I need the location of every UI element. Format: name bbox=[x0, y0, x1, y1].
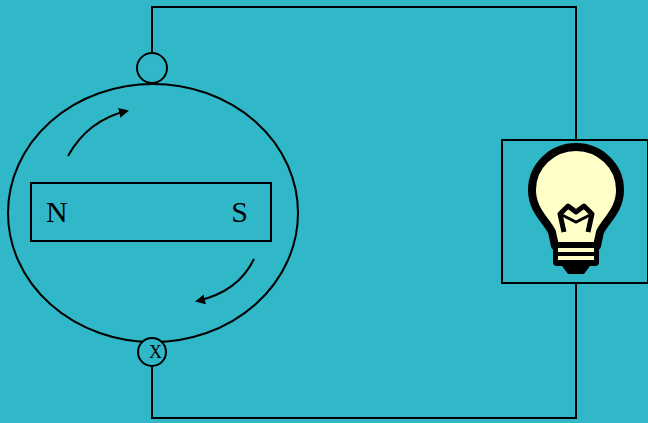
wire bbox=[152, 283, 576, 418]
coil-loop bbox=[8, 84, 298, 342]
light-bulb bbox=[532, 147, 620, 274]
rotation-arrow bbox=[197, 259, 254, 301]
terminal-x: X bbox=[137, 337, 174, 367]
pole-label: S bbox=[231, 195, 248, 229]
bulb-housing bbox=[502, 140, 648, 283]
bar-magnet: NS bbox=[30, 182, 272, 242]
rotation-arrow bbox=[68, 111, 127, 156]
pole-label: N bbox=[46, 195, 68, 229]
terminal bbox=[137, 53, 167, 83]
terminal-label: X bbox=[149, 343, 162, 361]
wire bbox=[152, 7, 576, 140]
